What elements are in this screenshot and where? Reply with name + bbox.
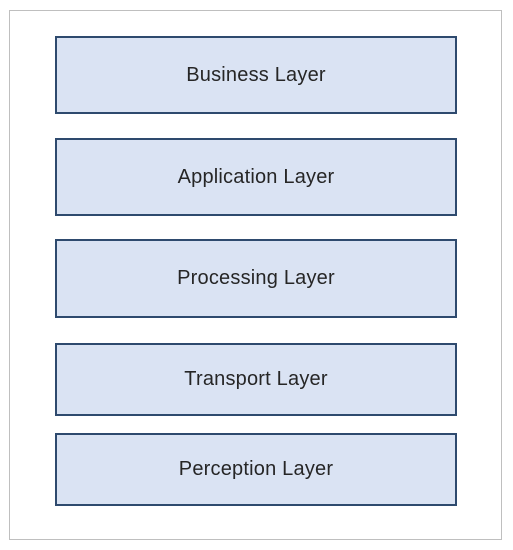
application-layer-label: Application Layer: [177, 165, 335, 188]
business-layer-box: Business Layer: [55, 36, 457, 114]
transport-layer-box: Transport Layer: [55, 343, 457, 416]
perception-layer-box: Perception Layer: [55, 433, 457, 506]
processing-layer-box: Processing Layer: [55, 239, 457, 318]
processing-layer-label: Processing Layer: [177, 267, 335, 289]
business-layer-label: Business Layer: [186, 63, 326, 86]
transport-layer-label: Transport Layer: [184, 368, 328, 390]
application-layer-box: Application Layer: [55, 138, 457, 216]
perception-layer-label: Perception Layer: [178, 458, 334, 480]
